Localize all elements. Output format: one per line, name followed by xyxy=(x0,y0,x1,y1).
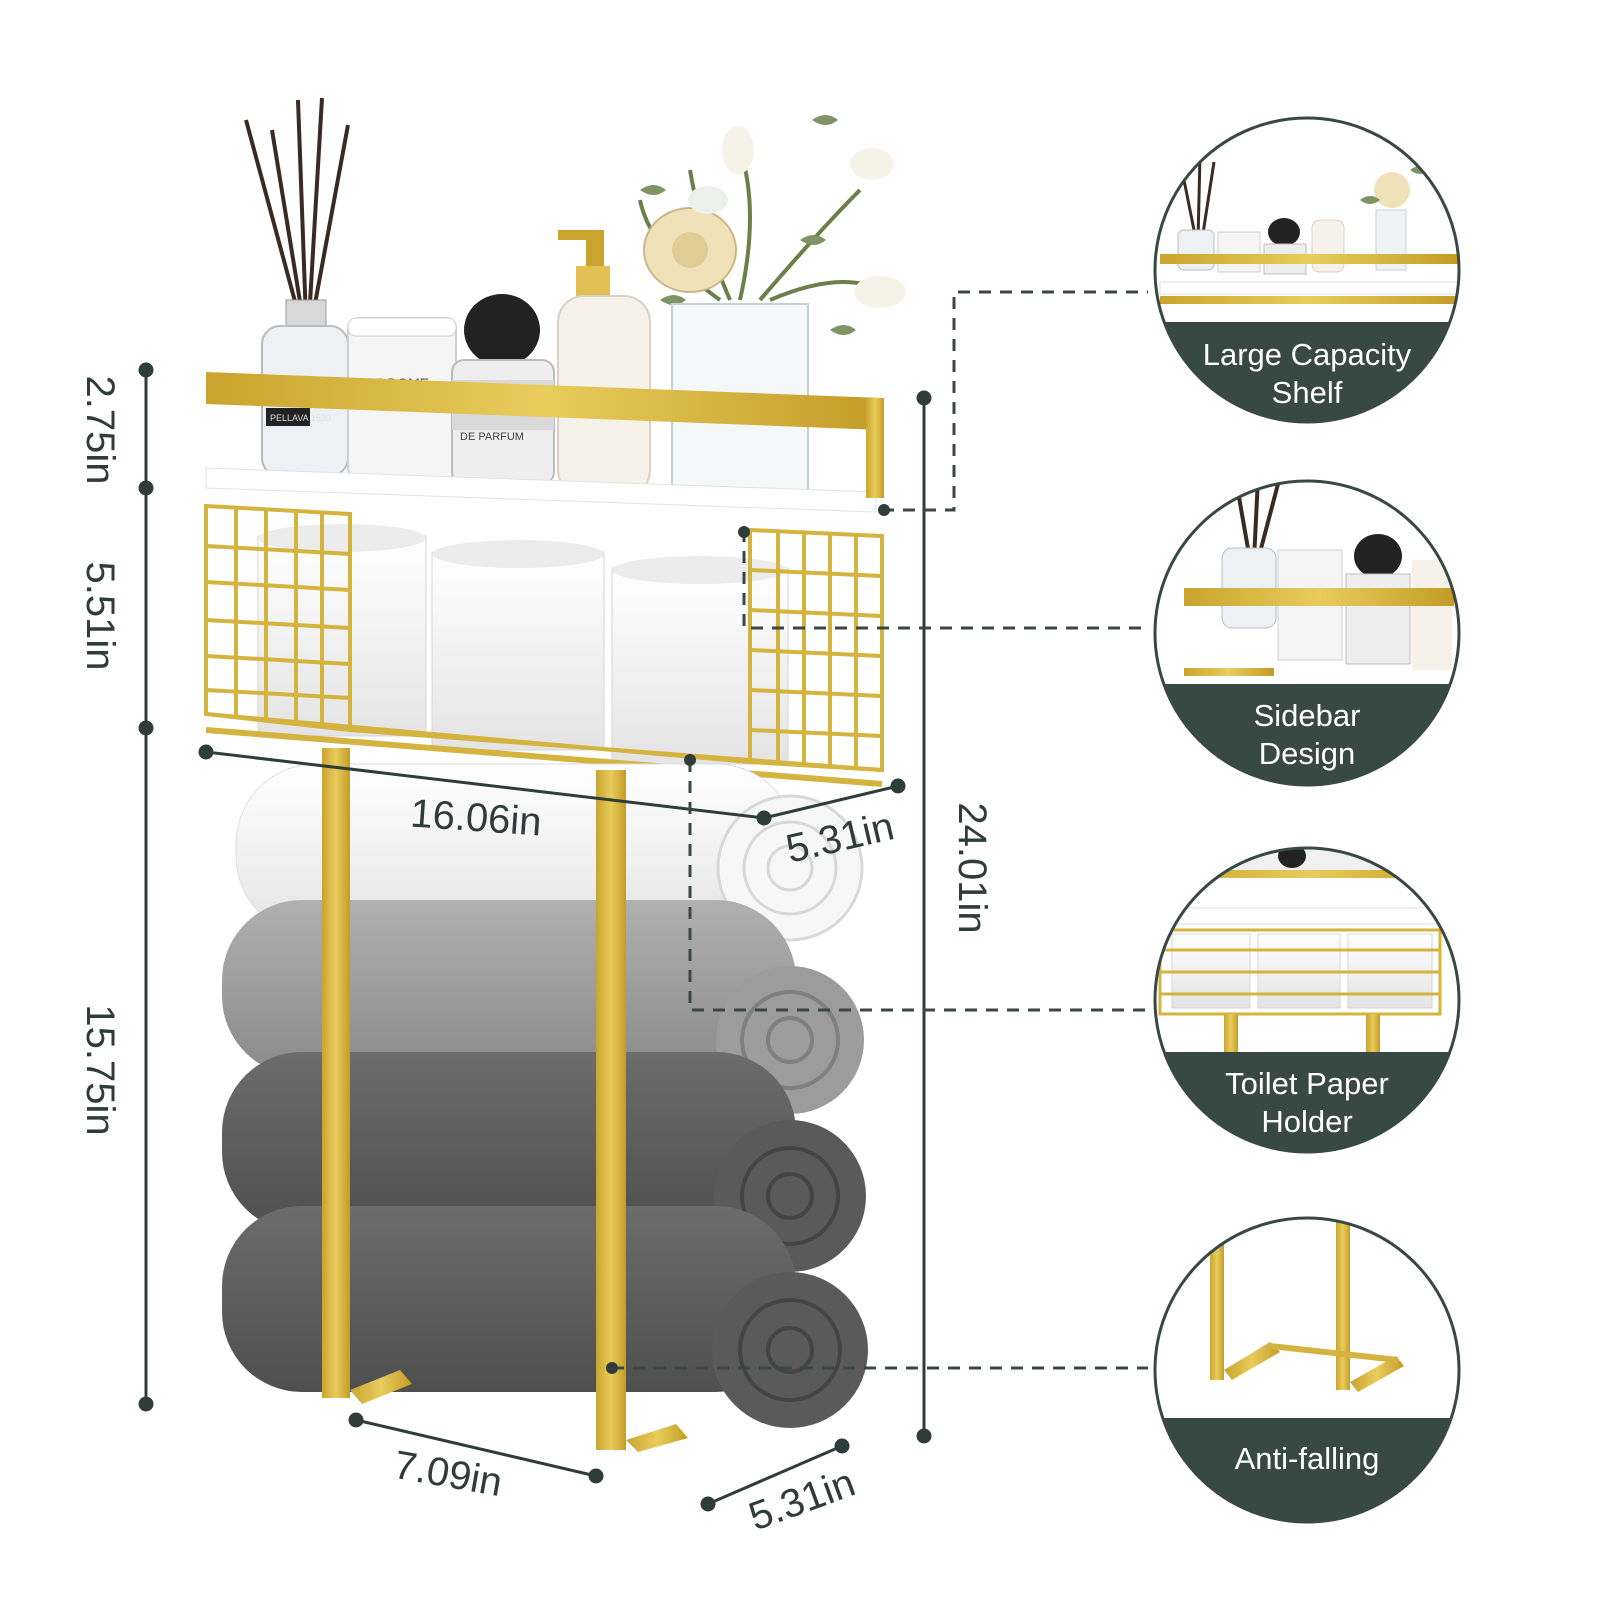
callout-leaders xyxy=(612,290,1148,1370)
reed-diffuser-icon: PELLAVA 1520 xyxy=(244,97,350,477)
feature-label-line2: Design xyxy=(1258,736,1356,771)
feature-label-sidebar: Sidebar Design xyxy=(1157,697,1457,773)
towel-section-height-label: 15.75in xyxy=(78,1004,122,1136)
feature-badge-toilet-paper xyxy=(1153,846,1461,1154)
basket-height-label: 5.51in xyxy=(78,561,122,671)
toilet-paper-basket xyxy=(204,503,884,787)
shelf-height-label: 2.75in xyxy=(78,375,122,485)
dimension-lines xyxy=(138,362,932,1512)
rolled-towel-icon xyxy=(235,763,864,942)
bottle-label: DE PARFUM xyxy=(460,431,524,443)
feature-label-shelf: Large Capacity Shelf xyxy=(1157,336,1457,412)
width-label: 16.06in xyxy=(409,791,543,845)
feature-label-line1: Anti-falling xyxy=(1234,1441,1380,1476)
towel-bar-frame xyxy=(322,748,688,1452)
towel-stack xyxy=(222,763,868,1428)
feature-label-line2: Holder xyxy=(1261,1104,1353,1139)
feature-label-anti-falling: Anti-falling xyxy=(1157,1440,1457,1478)
feature-label-line2: Shelf xyxy=(1271,375,1343,410)
feature-label-line1: Toilet Paper xyxy=(1225,1066,1389,1101)
feature-label-line1: Sidebar xyxy=(1253,698,1361,733)
total-height-label: 24.01in xyxy=(950,802,994,934)
shelf xyxy=(205,372,884,513)
feature-badge-anti-falling xyxy=(1153,1216,1461,1524)
perfume-label: PELLAVA 1520 xyxy=(270,413,331,423)
soap-dispenser-icon xyxy=(557,230,651,497)
feature-label-toilet-paper: Toilet Paper Holder xyxy=(1157,1065,1457,1141)
feature-label-line1: Large Capacity xyxy=(1202,337,1412,372)
